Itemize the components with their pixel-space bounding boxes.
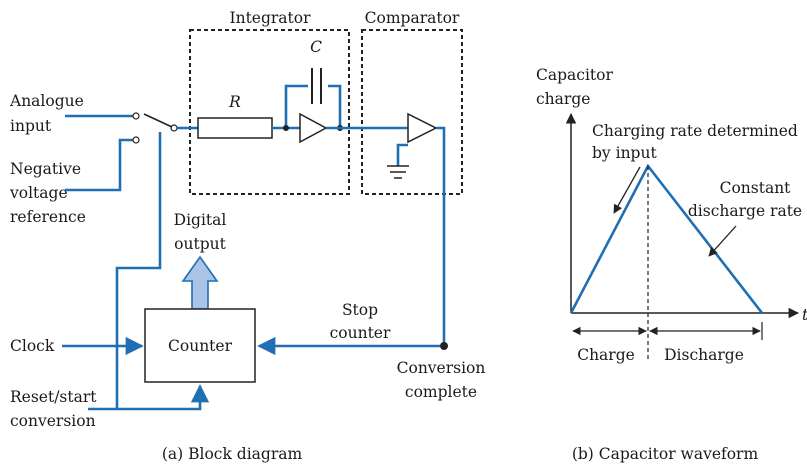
charging-note-2: by input — [592, 144, 657, 162]
switch-pivot — [170, 124, 178, 132]
comparator-box — [361, 29, 463, 195]
waveform-caption: (b) Capacitor waveform — [572, 445, 759, 463]
clock-label: Clock — [10, 337, 55, 355]
capacitor-symbol: C — [310, 38, 322, 56]
constant-note-2: discharge rate — [688, 202, 802, 220]
block-diagram-caption: (a) Block diagram — [162, 445, 303, 463]
charge-label: Charge — [577, 346, 635, 364]
comparator-output-wire — [436, 126, 446, 346]
stop-counter-label-2: counter — [330, 324, 391, 342]
y-axis-label: Capacitor — [536, 66, 613, 84]
conversion-complete-label: Conversion — [397, 359, 486, 377]
switch-contact-top — [132, 112, 140, 120]
switch-contact-bottom — [132, 136, 140, 144]
junction-integrator-in — [283, 125, 289, 131]
digital-output-label-2: output — [174, 235, 226, 253]
counter-label: Counter — [168, 337, 233, 355]
capacitor-feedback-wire — [284, 84, 342, 128]
comparator-ground-wire — [396, 143, 408, 166]
resistor — [197, 117, 273, 139]
reset-start-label-2: conversion — [10, 412, 96, 430]
analogue-input-label: Analogue — [9, 92, 84, 110]
analogue-input-label-2: input — [10, 117, 52, 135]
comparator-label: Comparator — [365, 9, 460, 27]
switch-control-wire — [115, 132, 162, 409]
stop-counter-label: Stop — [342, 301, 378, 319]
ground-icon — [387, 165, 409, 179]
reset-start-label: Reset/start — [10, 388, 97, 406]
counter-block — [144, 308, 256, 383]
comparator-amplifier — [407, 112, 438, 144]
digital-output-arrow — [181, 255, 219, 310]
y-axis-label-2: charge — [536, 90, 590, 108]
conversion-complete-label-2: complete — [405, 383, 477, 401]
block-diagram: Integrator Comparator Analogue input Neg… — [9, 9, 485, 463]
digital-output-label: Digital — [174, 211, 227, 229]
charging-note: Charging rate determined — [592, 122, 798, 140]
discharge-pointer — [708, 225, 737, 257]
x-axis-label: t — [802, 306, 807, 324]
charging-pointer — [613, 166, 641, 214]
negative-reference-label-2: voltage — [9, 184, 68, 202]
discharge-label: Discharge — [664, 346, 744, 364]
conversion-complete-node — [440, 342, 448, 350]
negative-reference-label-3: reference — [10, 208, 86, 226]
resistor-symbol: R — [228, 93, 241, 111]
constant-note: Constant — [720, 179, 792, 197]
integrator-label: Integrator — [229, 9, 311, 27]
reset-wire — [88, 384, 210, 411]
switch-arm — [143, 113, 173, 128]
reference-wire — [65, 138, 133, 192]
waveform-diagram: Capacitor charge t Charging rate determi… — [536, 66, 807, 463]
negative-reference-label: Negative — [10, 160, 81, 178]
integrator-box — [189, 29, 350, 195]
integrator-amplifier — [299, 112, 328, 144]
